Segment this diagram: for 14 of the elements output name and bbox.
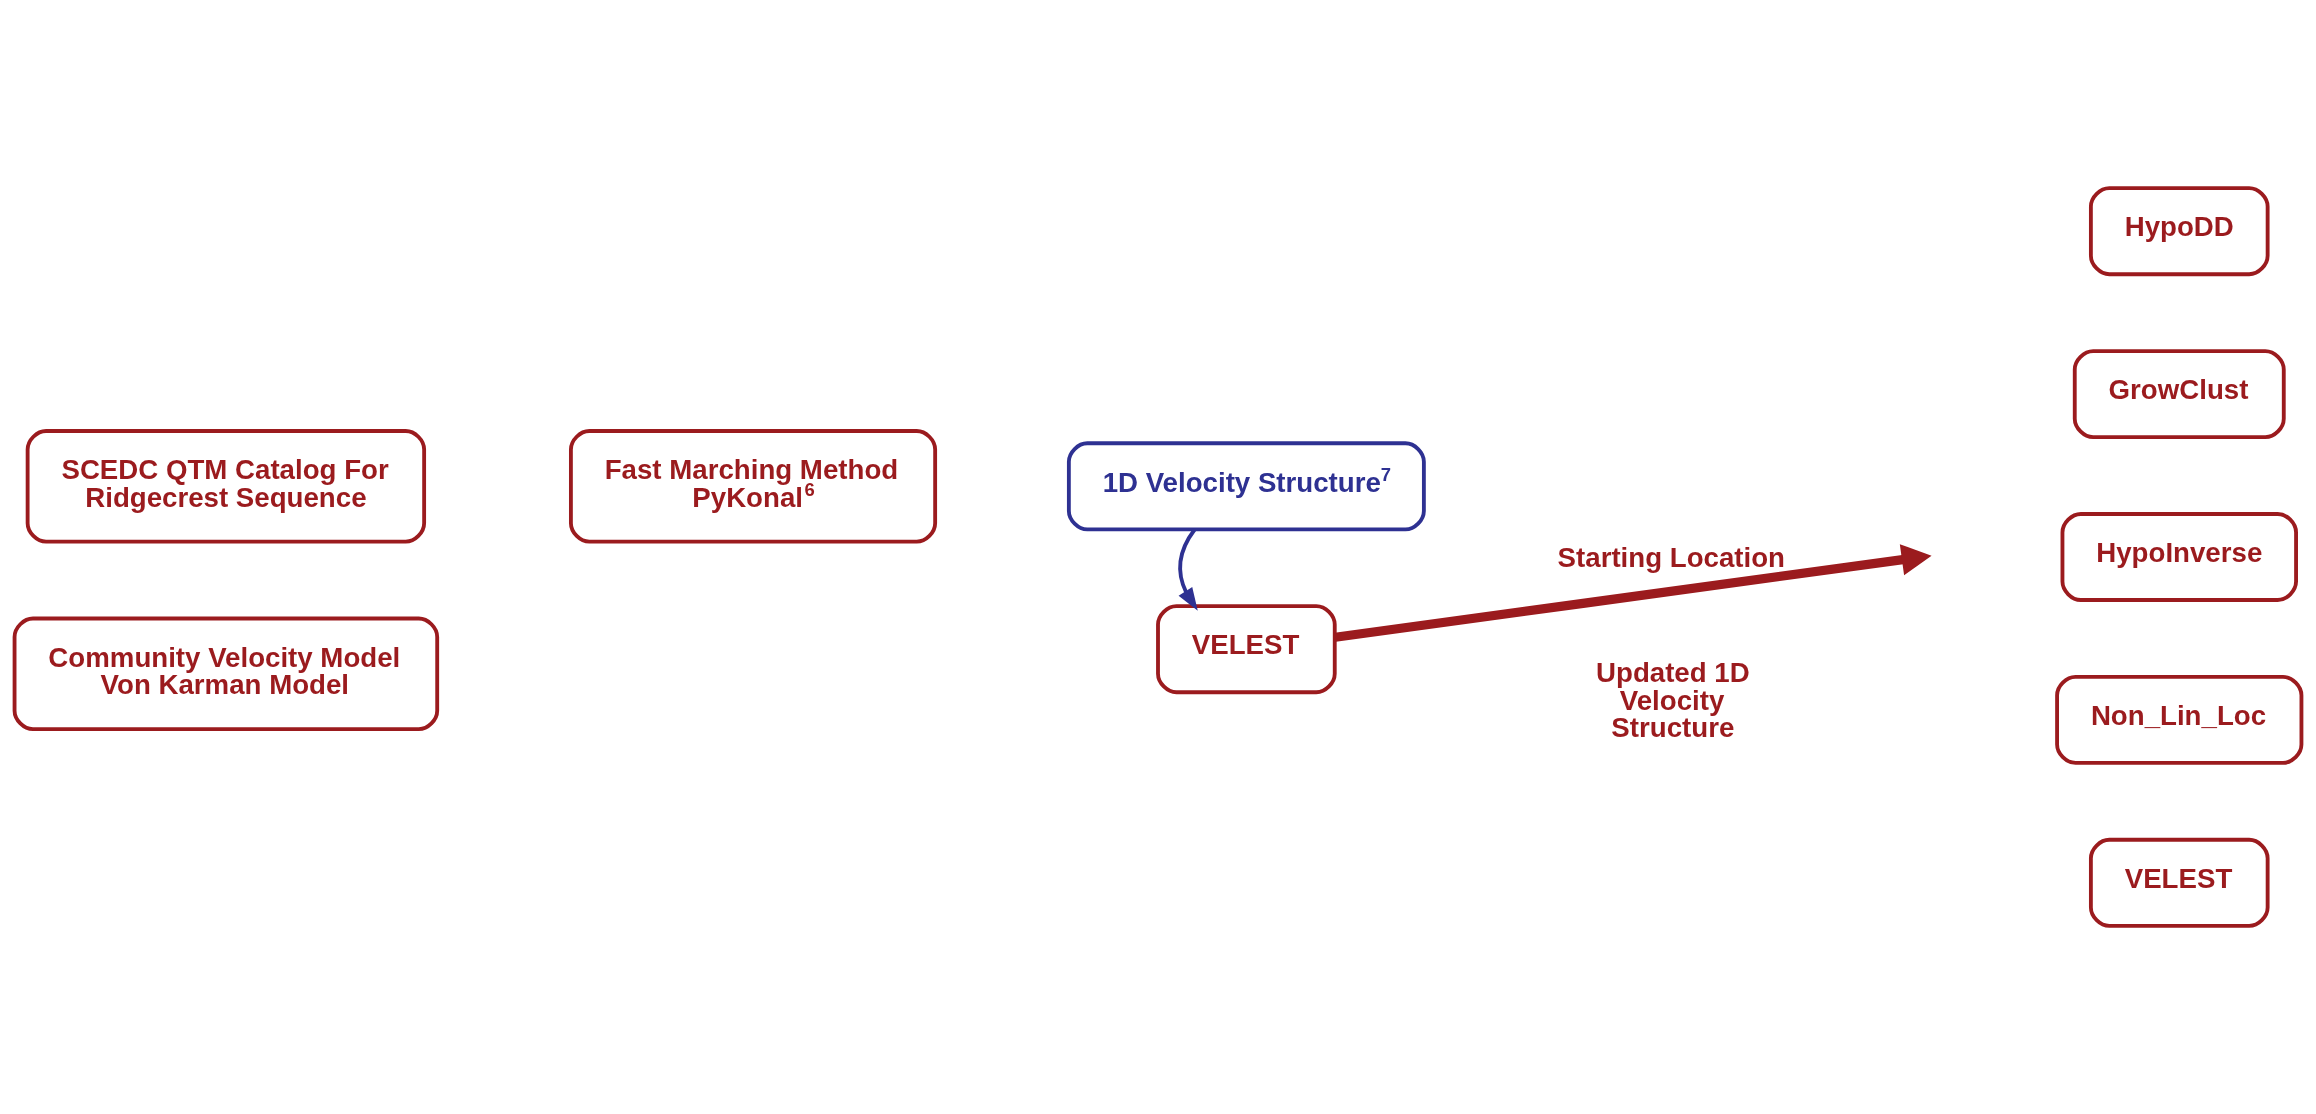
node-box: VELEST — [1156, 604, 1337, 695]
arrow — [1178, 528, 1198, 611]
node-box: SCEDC QTM Catalog For Ridgecrest Sequence — [25, 429, 427, 544]
node-box: Fast Marching Method PyKonal$^{6}$ — [569, 429, 938, 544]
node-box: Community Velocity Model Von Karman Model — [12, 616, 440, 732]
edge-label: Starting Location — [1557, 541, 1785, 573]
node-box: HypoInverse — [2060, 512, 2298, 602]
node-box: HypoDD — [2088, 186, 2270, 277]
node-box: Non_Lin_Loc — [2055, 674, 2304, 765]
label: Updated 1D Velocity Structure — [1596, 657, 1750, 744]
arrow — [1334, 544, 1932, 642]
node-box: GrowClust — [2072, 349, 2286, 440]
node-box: VELEST — [2088, 837, 2270, 928]
node-box: 1D Velocity Structure$^{7}$ — [1066, 441, 1426, 532]
